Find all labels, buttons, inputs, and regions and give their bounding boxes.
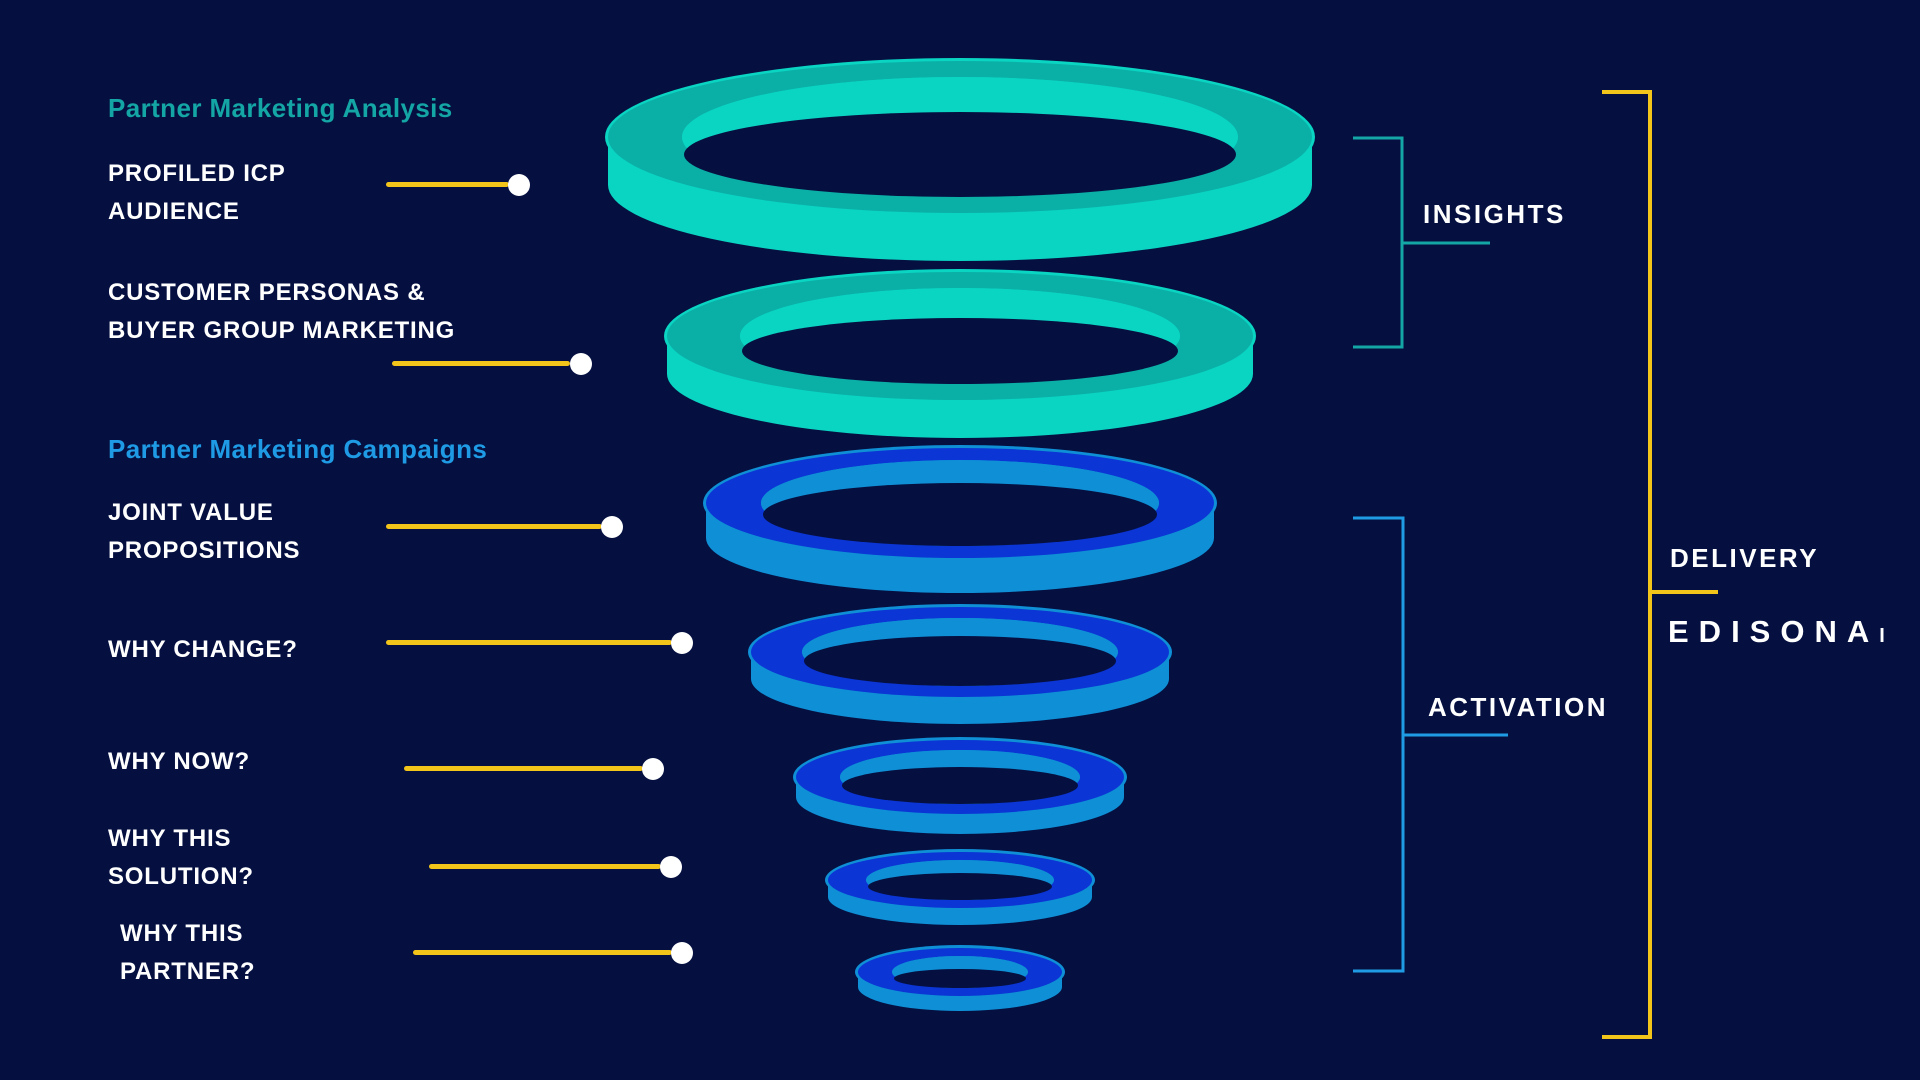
logo-suffix: I <box>1879 625 1885 647</box>
logo-text: EDISONA <box>1668 614 1880 649</box>
leader-line-why-change <box>386 640 672 645</box>
funnel-label-why-now: WHY NOW? <box>108 748 250 775</box>
stage-label-delivery: DELIVERY <box>1670 543 1820 573</box>
stage-label-activation: ACTIVATION <box>1428 692 1609 722</box>
funnel-label-why-this-solution: WHY THIS SOLUTION? <box>108 825 254 890</box>
leader-dot <box>671 632 693 654</box>
leader-line-why-this-solution <box>429 864 661 869</box>
funnel-ring-4-blue <box>748 604 1172 724</box>
activation-bracket <box>1353 516 1508 973</box>
funnel-label-why-change: WHY CHANGE? <box>108 636 298 663</box>
section-heading-partner-marketing-campaigns: Partner Marketing Campaigns <box>108 434 488 464</box>
delivery-bracket <box>1602 90 1718 1039</box>
funnel-ring-6-blue <box>825 849 1095 925</box>
leader-dot <box>601 516 623 538</box>
leader-line-joint-value <box>386 524 602 529</box>
leader-dot <box>570 353 592 375</box>
leader-dot <box>660 856 682 878</box>
section-heading-partner-marketing-analysis: Partner Marketing Analysis <box>108 93 453 123</box>
leader-dot <box>508 174 530 196</box>
leader-dot <box>642 758 664 780</box>
insights-bracket <box>1353 136 1490 349</box>
stage-label-insights: INSIGHTS <box>1423 199 1566 229</box>
leader-line-why-this-partner <box>413 950 672 955</box>
funnel-ring-1-teal <box>605 58 1315 261</box>
funnel-label-joint-value-propositions: JOINT VALUE PROPOSITIONS <box>108 499 301 564</box>
funnel-ring-3-blue <box>703 445 1217 593</box>
leader-line-why-now <box>404 766 643 771</box>
funnel-label-customer-personas: CUSTOMER PERSONAS & BUYER GROUP MARKETIN… <box>108 279 456 344</box>
funnel-label-profiled-icp-audience: PROFILED ICP AUDIENCE <box>108 160 286 225</box>
funnel-ring-2-teal <box>664 269 1256 438</box>
funnel-label-why-this-partner: WHY THIS PARTNER? <box>120 920 256 985</box>
edisonai-logo: EDISONAI <box>1668 613 1885 655</box>
leader-line-customer-personas <box>392 361 570 366</box>
funnel-ring-7-blue <box>855 945 1065 1011</box>
leader-line-profiled-icp <box>386 182 509 187</box>
leader-dot <box>671 942 693 964</box>
funnel-ring-5-blue <box>793 737 1127 834</box>
funnel-rings <box>605 58 1315 1011</box>
